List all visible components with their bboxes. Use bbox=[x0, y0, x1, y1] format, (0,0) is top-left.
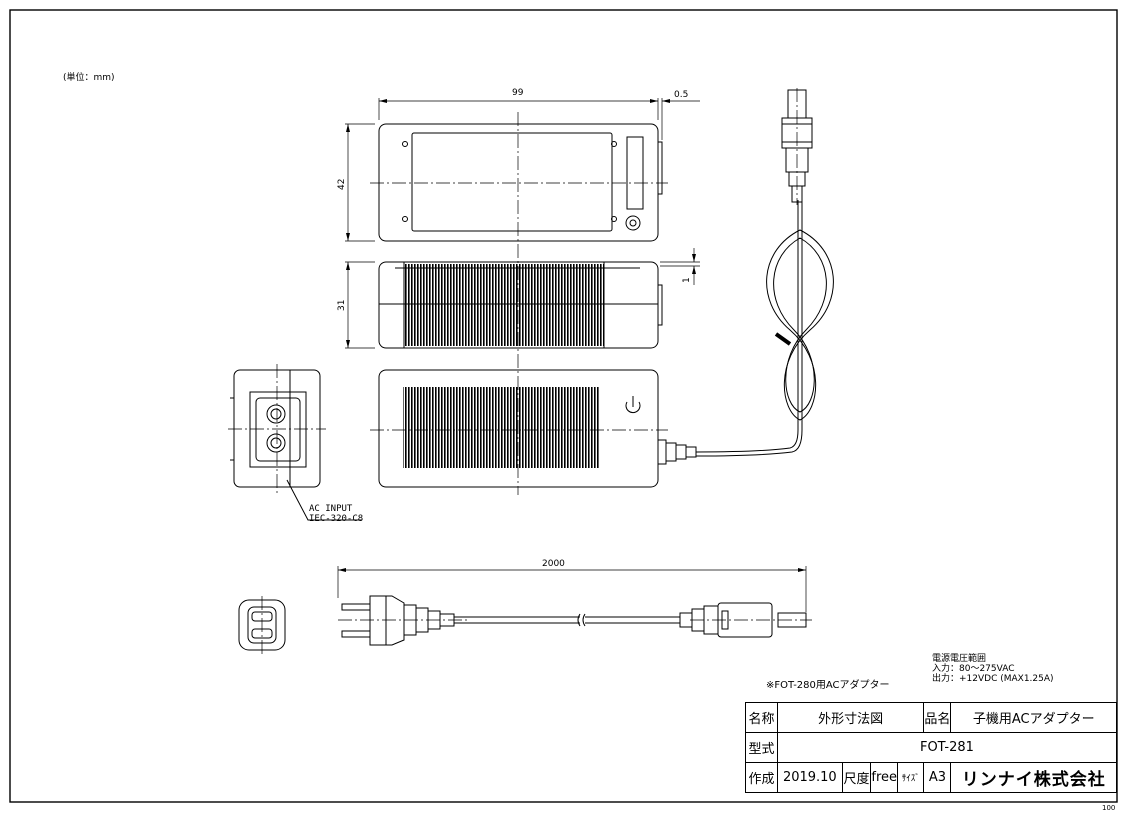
scale-value: free bbox=[870, 762, 899, 793]
top-view bbox=[378, 123, 663, 242]
power-input: 入力：80～275VAC bbox=[932, 664, 1015, 674]
size-value: A3 bbox=[923, 762, 952, 793]
dimension-arrows bbox=[338, 99, 806, 572]
ac-cord bbox=[341, 595, 807, 646]
dim-gap: 0.5 bbox=[674, 90, 688, 100]
title-block: 名称 外形寸法図 品名 子機用ACアダプター 型式 FOT-281 作成 201… bbox=[745, 702, 1118, 793]
power-range-title: 電源電圧範囲 bbox=[932, 654, 987, 664]
name-value: 外形寸法図 bbox=[776, 702, 925, 733]
center-lines bbox=[228, 88, 812, 654]
product-label: 品名 bbox=[923, 702, 952, 733]
made-label: 作成 bbox=[745, 762, 778, 793]
power-output: 出力：+12VDC (MAX1.25A) bbox=[932, 674, 1054, 684]
bottom-view bbox=[378, 369, 697, 488]
product-value: 子機用ACアダプター bbox=[950, 702, 1117, 733]
dim-thickness: 31 bbox=[337, 300, 347, 311]
strain-relief bbox=[657, 439, 697, 465]
power-jack-icon bbox=[625, 215, 641, 231]
dim-cable-length: 2000 bbox=[542, 559, 565, 569]
made-value: 2019.10 bbox=[776, 762, 843, 793]
size-label: ｻｲｽﾞ bbox=[897, 762, 925, 793]
end-view bbox=[230, 369, 362, 521]
company-name: リンナイ株式会社 bbox=[950, 762, 1117, 793]
fins bbox=[403, 264, 604, 468]
unit-note: (単位：mm) bbox=[63, 73, 115, 83]
dim-offset: 1 bbox=[682, 277, 692, 283]
dim-height: 42 bbox=[337, 179, 347, 190]
power-symbol-icon bbox=[625, 396, 641, 414]
inlet-label-1: AC INPUT bbox=[309, 504, 353, 514]
drawing-frame bbox=[9, 9, 1118, 803]
model-label: 型式 bbox=[745, 732, 778, 763]
inlet-label-2: IEC-320-C8 bbox=[309, 514, 364, 524]
model-value: FOT-281 bbox=[776, 732, 1118, 763]
dim-width: 99 bbox=[512, 88, 524, 98]
adapter-note: ※FOT-280用ACアダプター bbox=[766, 680, 890, 691]
dimension-lines bbox=[337, 98, 807, 612]
corner-number: 100 bbox=[1102, 804, 1116, 812]
dc-cable bbox=[695, 200, 834, 457]
scale-label: 尺度 bbox=[841, 762, 872, 793]
name-label: 名称 bbox=[745, 702, 778, 733]
